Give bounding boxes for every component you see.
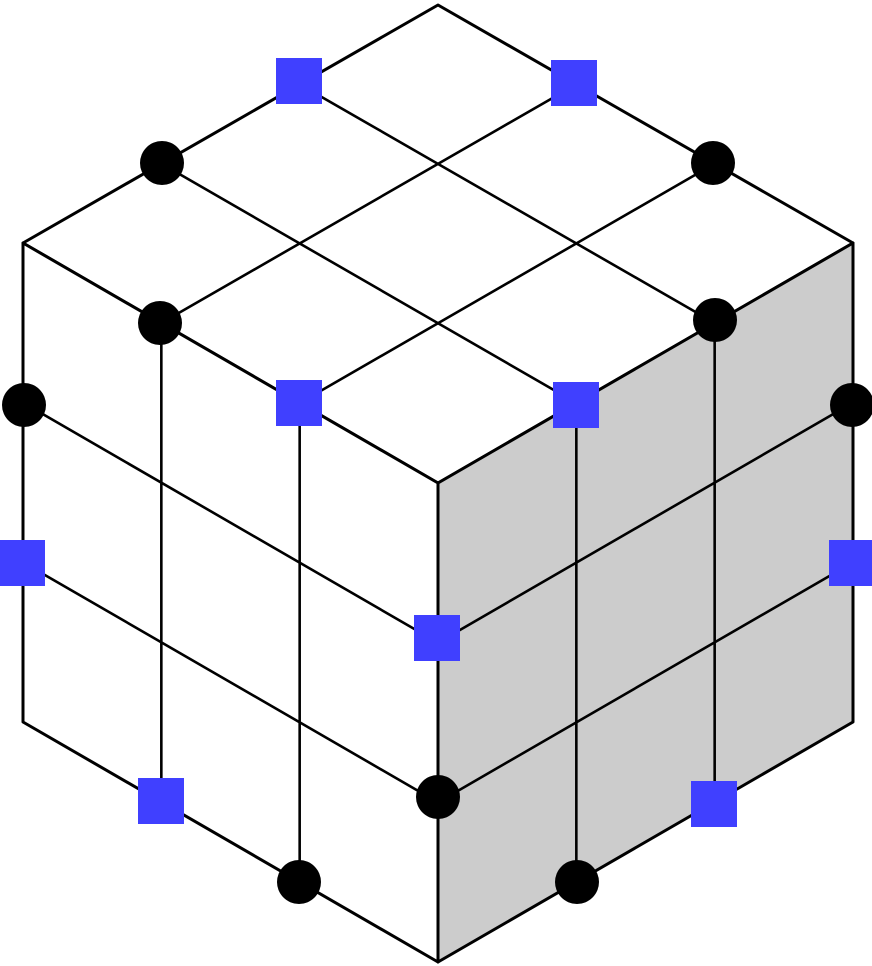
circle-marker [138, 301, 182, 345]
square-marker [0, 540, 45, 586]
square-marker [138, 778, 184, 824]
circle-marker [691, 141, 735, 185]
square-marker [553, 382, 599, 428]
square-marker [829, 540, 872, 586]
square-marker [276, 58, 322, 104]
circle-marker [416, 775, 460, 819]
top-grid-line [160, 83, 578, 325]
square-marker [414, 615, 460, 661]
square-marker [276, 380, 322, 426]
left-grid-line [21, 561, 440, 804]
circle-marker [830, 383, 872, 427]
circle-marker [140, 141, 184, 185]
circle-marker [555, 860, 599, 904]
right-grid-line [436, 401, 855, 644]
circle-marker [693, 298, 737, 342]
top-grid-line [298, 83, 716, 325]
square-marker [691, 781, 737, 827]
top-grid-line [160, 162, 578, 405]
square-marker [551, 60, 597, 106]
cube-markers [0, 58, 872, 904]
right-grid-line [436, 561, 855, 804]
circle-marker [2, 383, 46, 427]
cube-grid-lines [21, 83, 855, 884]
left-grid-line [21, 401, 440, 644]
top-grid-line [298, 162, 716, 405]
circle-marker [277, 860, 321, 904]
